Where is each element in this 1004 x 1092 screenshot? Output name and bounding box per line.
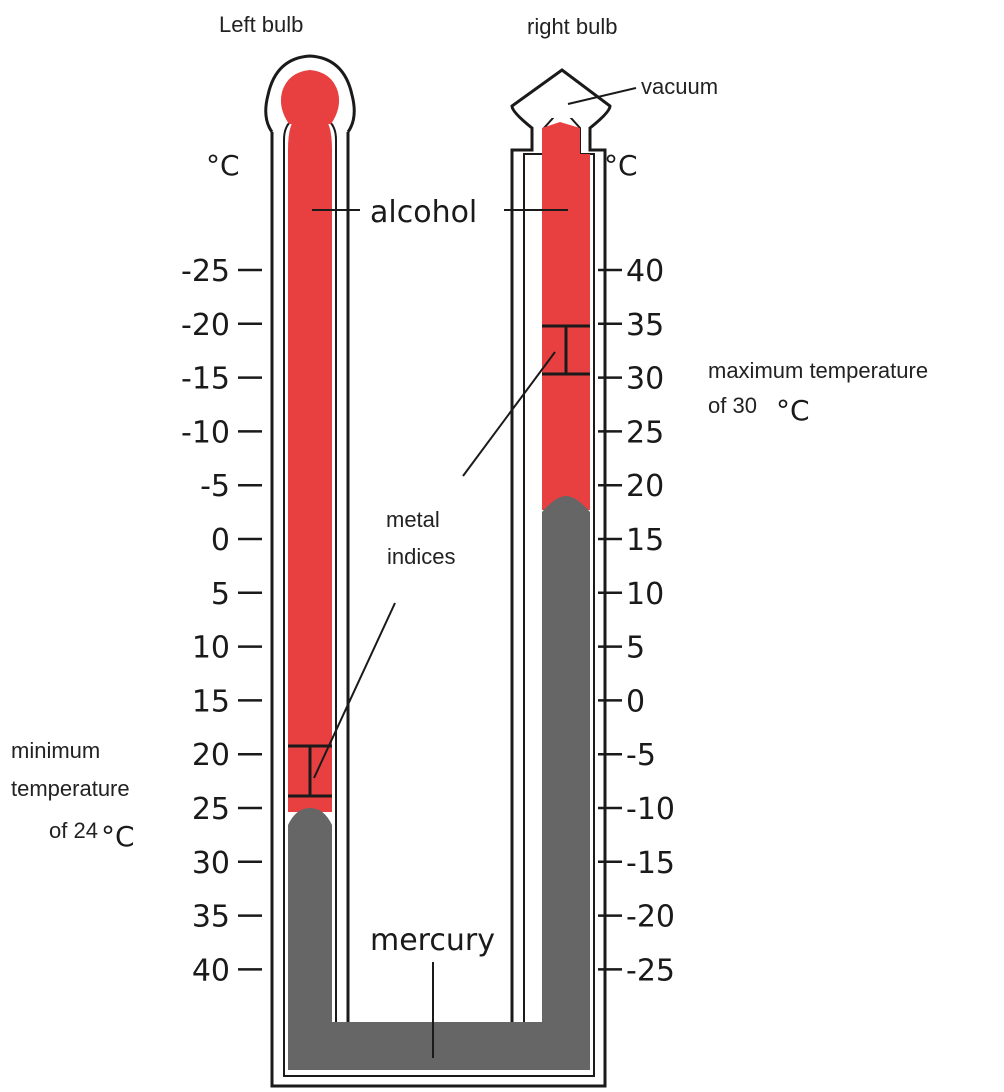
left-scale-label: 40 <box>192 953 230 988</box>
left-scale-label: 0 <box>211 523 230 558</box>
right-scale-label: 30 <box>626 362 664 397</box>
right-alcohol-column <box>542 122 590 510</box>
metal-indices-pointer-up <box>462 351 556 477</box>
left-unit-label: °C <box>206 149 240 182</box>
right-scale-label: -20 <box>626 900 675 935</box>
left-scale-label: 25 <box>192 792 230 827</box>
alcohol-label: alcohol <box>370 195 477 230</box>
left-scale-label: -15 <box>181 362 230 397</box>
left-scale-label: 5 <box>211 577 230 612</box>
right-scale-label: 10 <box>626 577 664 612</box>
right-bulb-label: right bulb <box>527 14 618 39</box>
metal-index-left <box>288 744 332 798</box>
left-scale-label: 15 <box>192 684 230 719</box>
vacuum-label: vacuum <box>641 74 718 99</box>
right-unit-label: °C <box>604 149 638 182</box>
max-temperature-unit: °C <box>776 394 810 427</box>
right-scale-label: 40 <box>626 254 664 289</box>
left-scale-label: 35 <box>192 900 230 935</box>
right-scale-label: 35 <box>626 308 664 343</box>
metal-indices-pointer-down <box>313 602 396 779</box>
left-scale-label: -10 <box>181 415 230 450</box>
right-scale-label: 20 <box>626 469 664 504</box>
left-scale-label: 10 <box>192 631 230 666</box>
max-temperature-label-line1: maximum temperature <box>708 358 928 383</box>
left-scale-label: -25 <box>181 254 230 289</box>
right-scale-label: 0 <box>626 684 645 719</box>
left-bulb-alcohol <box>280 70 340 124</box>
min-temperature-label-line2: temperature <box>11 776 130 801</box>
min-temperature-label-line1: minimum <box>11 738 100 763</box>
max-temperature-label-line2: of 30 <box>708 393 757 418</box>
right-scale-label: -5 <box>626 738 656 773</box>
left-scale-label: -5 <box>200 469 230 504</box>
metal-indices-label-line1: metal <box>386 507 440 532</box>
metal-indices-label-line2: indices <box>387 544 455 569</box>
left-scale: -25 -20 -15 -10 -5 0 5 10 15 20 25 30 35 40 <box>181 254 262 988</box>
vacuum-pointer <box>567 87 637 105</box>
mercury-column <box>288 496 590 1070</box>
right-scale-label: 25 <box>626 415 664 450</box>
left-bulb-label: Left bulb <box>219 12 303 37</box>
mercury-label: mercury <box>370 923 495 958</box>
left-scale-label: -20 <box>181 308 230 343</box>
right-scale-label: 15 <box>626 523 664 558</box>
right-scale-label: -15 <box>626 846 675 881</box>
left-alcohol-column <box>288 118 332 812</box>
right-scale-label: 5 <box>626 631 645 666</box>
right-scale-label: -10 <box>626 792 675 827</box>
left-scale-label: 30 <box>192 846 230 881</box>
min-temperature-label-line3: of 24 <box>49 818 98 843</box>
min-temperature-unit: °C <box>101 820 135 853</box>
right-scale: 40 35 30 25 20 15 10 5 0 -5 -10 -15 -20 -25 <box>598 254 675 988</box>
right-scale-label: -25 <box>626 953 675 988</box>
metal-index-right <box>542 324 590 376</box>
vacuum-gap <box>544 104 580 118</box>
left-scale-label: 20 <box>192 738 230 773</box>
